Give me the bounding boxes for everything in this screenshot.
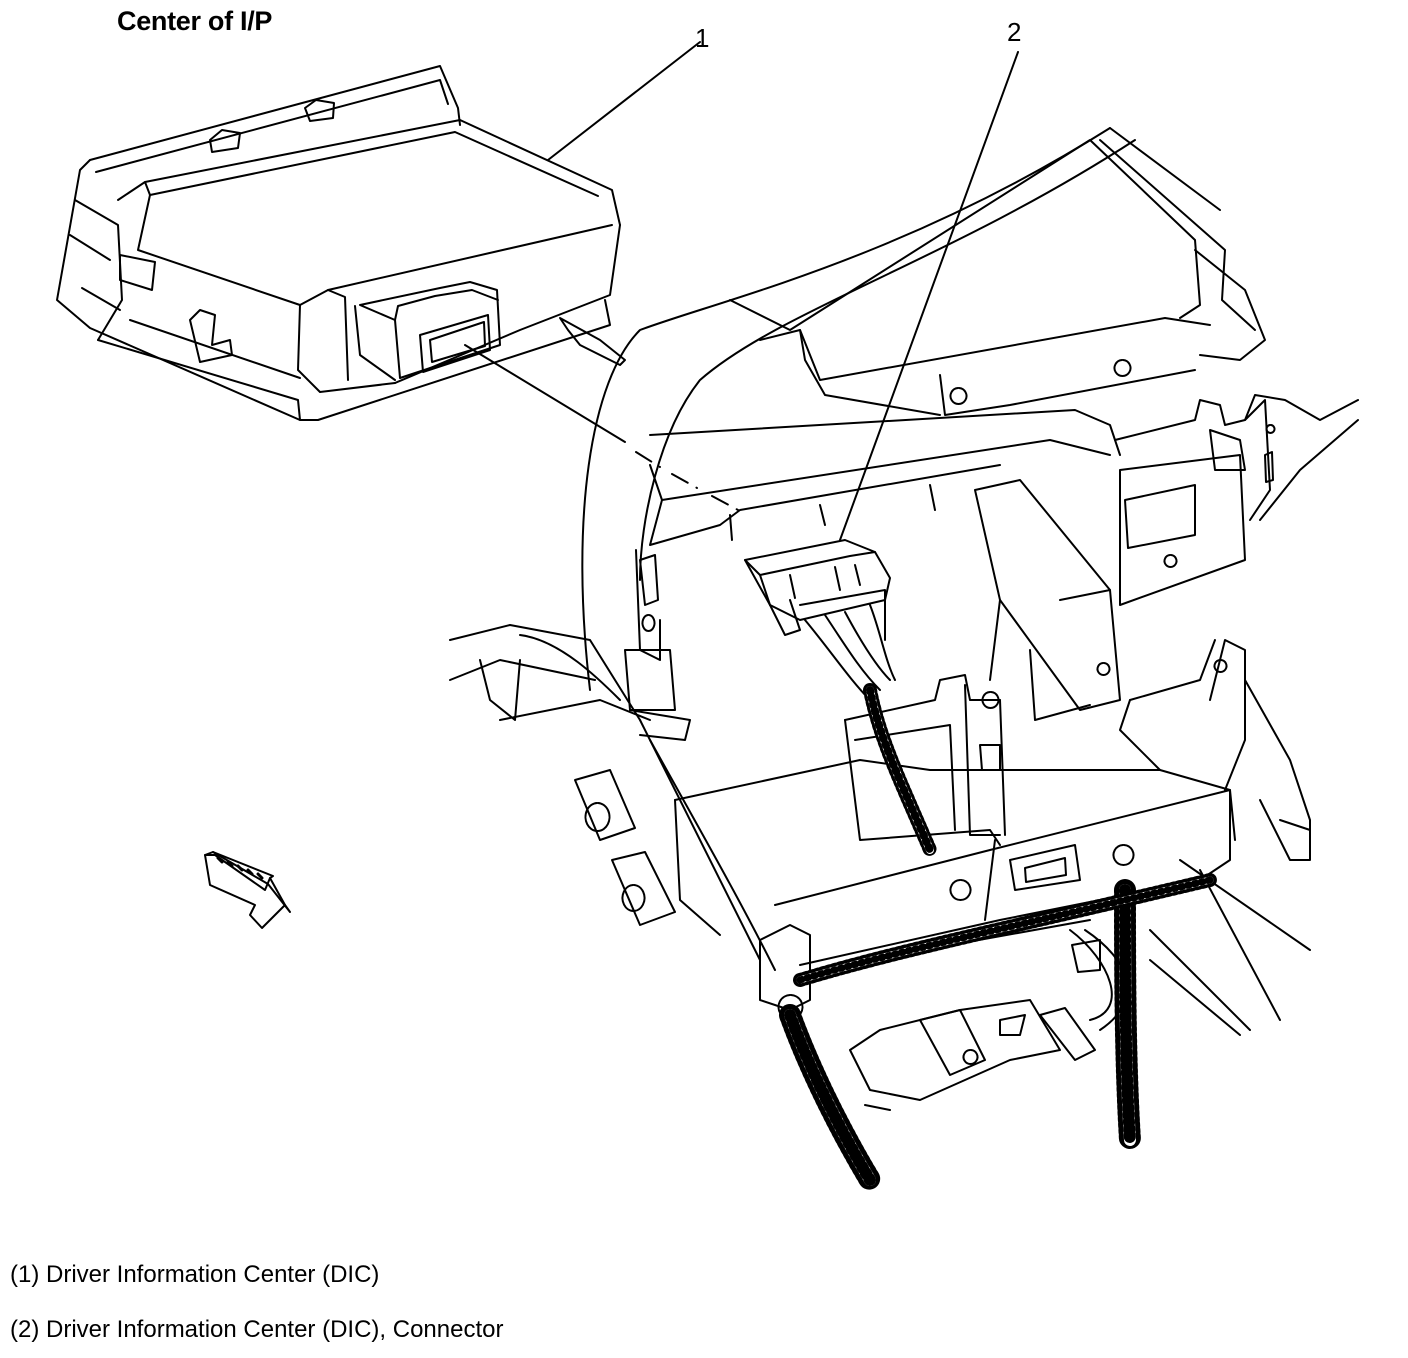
legend-item-dic: (1) Driver Information Center (DIC) bbox=[10, 1261, 380, 1288]
diagram-title: Center of I/P bbox=[117, 6, 273, 36]
instrument-panel-frame bbox=[449, 127, 1359, 1111]
dic-connector bbox=[744, 539, 896, 701]
alignment-dashed-line bbox=[464, 344, 626, 443]
legend-item-dic-connector: (2) Driver Information Center (DIC), Con… bbox=[10, 1316, 504, 1343]
instrument-panel-illustration bbox=[56, 41, 1359, 1191]
leader-line-2 bbox=[839, 51, 1019, 541]
wiring-harness bbox=[779, 683, 1217, 1191]
callout-number-1: 1 bbox=[695, 23, 710, 53]
callout-number-2: 2 bbox=[1007, 17, 1022, 47]
forward-direction-arrow bbox=[204, 851, 291, 929]
dic-module bbox=[56, 65, 626, 421]
leader-line-1 bbox=[547, 41, 701, 161]
